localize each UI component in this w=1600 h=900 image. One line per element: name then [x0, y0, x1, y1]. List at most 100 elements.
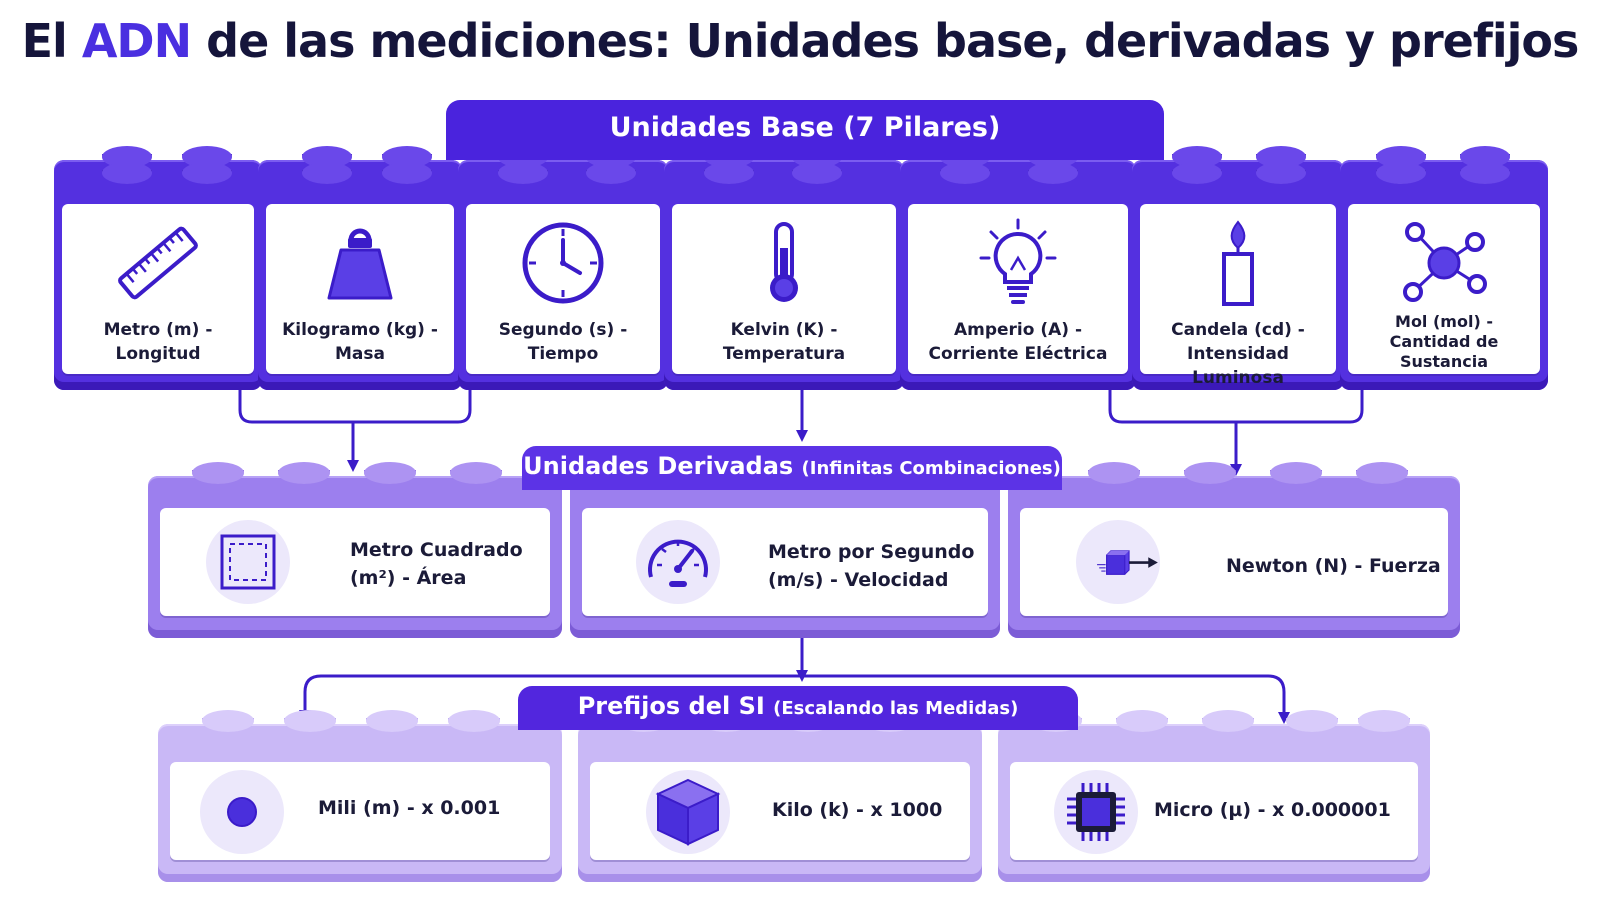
- brick-candela: Candela (cd) - Intensidad Luminosa: [1132, 146, 1344, 390]
- unit-quantity: Cantidad de: [1389, 332, 1499, 351]
- brick-stud: [202, 710, 254, 732]
- brick-stud: [450, 462, 502, 484]
- prefix-name: Kilo (k) - x 1000: [772, 799, 943, 821]
- base-units-heading: Unidades Base (7 Pilares): [446, 100, 1164, 160]
- brick-stud: [1376, 162, 1426, 184]
- brick-stud: [382, 162, 432, 184]
- brick-kilogramo: Kilogramo (kg) - Masa: [258, 146, 462, 390]
- brick-stud: [498, 162, 548, 184]
- brick-segundo: Segundo (s) - Tiempo: [458, 146, 668, 390]
- brick-stud: [1356, 462, 1408, 484]
- base-unit-card: Amperio (A) - Corriente Eléctrica: [908, 204, 1128, 374]
- unit-name: Newton (N) - Fuerza: [1226, 555, 1441, 577]
- unit-name: Amperio (A) -: [953, 320, 1083, 340]
- brick-stud: [1184, 462, 1236, 484]
- unit-quantity-cont: Sustancia: [1399, 352, 1489, 371]
- brick-stud: [366, 710, 418, 732]
- arrow-base-right: [1108, 390, 1364, 424]
- arrow-base-left: [238, 390, 472, 424]
- unit-name: Candela (cd) -: [1171, 320, 1305, 340]
- unit-quantity: Tiempo: [527, 344, 599, 364]
- unit-quantity: Longitud: [115, 344, 201, 364]
- brick-stud: [284, 710, 336, 732]
- brick-metro-cuadrado: Metro Cuadrado (m²) - Área: [148, 462, 562, 638]
- unit-quantity: (m²) - Área: [350, 567, 467, 589]
- prefix-name: Mili (m) - x 0.001: [318, 797, 501, 819]
- weight-icon: [315, 218, 405, 308]
- brick-stud: [1028, 162, 1078, 184]
- brick-kilo: Kilo (k) - x 1000: [578, 710, 982, 882]
- brick-kelvin: Kelvin (K) - Temperatura: [664, 146, 904, 390]
- lightbulb-icon: [973, 218, 1063, 308]
- brick-stud: [1270, 462, 1322, 484]
- brick-stud: [1088, 462, 1140, 484]
- brick-mili: Mili (m) - x 0.001: [158, 710, 562, 882]
- brick-stud: [1358, 710, 1410, 732]
- brick-stud: [1116, 710, 1168, 732]
- brick-stud: [586, 162, 636, 184]
- brick-stud: [1202, 710, 1254, 732]
- unit-name: Metro (m) -: [103, 320, 213, 340]
- brick-stud: [278, 462, 330, 484]
- brick-stud: [704, 162, 754, 184]
- brick-stud: [182, 162, 232, 184]
- candle-icon: [1193, 218, 1283, 308]
- area-square-icon: [206, 520, 290, 604]
- speedometer-icon: [636, 520, 720, 604]
- base-unit-card: Kelvin (K) - Temperatura: [672, 204, 896, 374]
- unit-name: Mol (mol) -: [1395, 312, 1493, 331]
- page-title: El ADN de las mediciones: Unidades base,…: [21, 14, 1580, 68]
- molecule-icon: [1399, 218, 1489, 308]
- derived-unit-card: Metro por Segundo (m/s) - Velocidad: [582, 508, 988, 616]
- brick-metro-por-segundo: Metro por Segundo (m/s) - Velocidad: [570, 462, 1000, 638]
- unit-name: Metro Cuadrado: [350, 539, 523, 561]
- unit-name: Kelvin (K) -: [730, 320, 838, 340]
- brick-stud: [792, 162, 842, 184]
- brick-stud: [1460, 162, 1510, 184]
- derived-units-heading: Unidades Derivadas (Infinitas Combinacio…: [522, 446, 1062, 490]
- prefix-card: Micro (µ) - x 0.000001: [1010, 762, 1418, 860]
- microchip-icon: [1054, 770, 1138, 854]
- clock-icon: [518, 218, 608, 308]
- base-unit-card: Kilogramo (kg) - Masa: [266, 204, 454, 374]
- brick-stud: [192, 462, 244, 484]
- base-unit-card: Candela (cd) - Intensidad Luminosa: [1140, 204, 1336, 388]
- unit-quantity: (m/s) - Velocidad: [768, 569, 949, 591]
- dot-icon: [200, 770, 284, 854]
- base-unit-card: Metro (m) - Longitud: [62, 204, 254, 374]
- brick-metro: Metro (m) - Longitud: [54, 146, 262, 390]
- prefixes-heading: Prefijos del SI (Escalando las Medidas): [518, 686, 1078, 730]
- brick-stud: [302, 162, 352, 184]
- derived-unit-card: Newton (N) - Fuerza: [1020, 508, 1448, 616]
- prefix-card: Mili (m) - x 0.001: [170, 762, 550, 860]
- cube-icon: [646, 770, 730, 854]
- brick-micro: Micro (µ) - x 0.000001: [998, 710, 1430, 882]
- prefix-name: Micro (µ) - x 0.000001: [1154, 799, 1391, 821]
- brick-newton: Newton (N) - Fuerza: [1008, 462, 1460, 638]
- unit-quantity: Temperatura: [722, 344, 846, 364]
- unit-quantity: Masa: [335, 344, 385, 364]
- derived-unit-card: Metro Cuadrado (m²) - Área: [160, 508, 550, 616]
- unit-name: Metro por Segundo: [768, 541, 975, 563]
- unit-name: Segundo (s) -: [498, 320, 628, 340]
- prefix-card: Kilo (k) - x 1000: [590, 762, 970, 860]
- arrow-prefix-branch: [303, 674, 1290, 724]
- brick-stud: [102, 162, 152, 184]
- unit-name: Kilogramo (kg) -: [282, 320, 438, 340]
- unit-quantity: Corriente Eléctrica: [928, 344, 1108, 364]
- brick-stud: [1172, 162, 1222, 184]
- brick-stud: [1256, 162, 1306, 184]
- brick-stud: [364, 462, 416, 484]
- brick-stud: [940, 162, 990, 184]
- brick-amperio: Amperio (A) - Corriente Eléctrica: [900, 146, 1136, 390]
- thermometer-icon: [739, 218, 829, 308]
- ruler-icon: [113, 218, 203, 308]
- brick-stud: [1286, 710, 1338, 732]
- force-cube-icon: [1076, 520, 1160, 604]
- unit-quantity: Intensidad Luminosa: [1187, 344, 1289, 388]
- base-unit-card: Segundo (s) - Tiempo: [466, 204, 660, 374]
- brick-stud: [448, 710, 500, 732]
